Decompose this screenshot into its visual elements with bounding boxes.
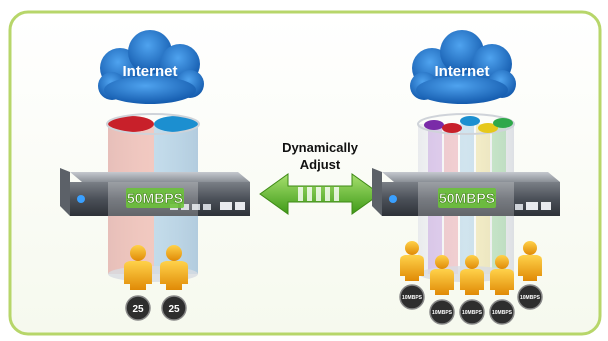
- adjust-line-1: Dynamically: [282, 140, 359, 155]
- user-icon: [460, 255, 484, 295]
- left-user-1-label: 25: [132, 304, 144, 315]
- user-quota-badge: [517, 284, 543, 310]
- right-user-2-label: 10MBPS: [432, 310, 453, 316]
- user-icon: [400, 241, 424, 281]
- user-quota-badge: [429, 299, 455, 325]
- right-scene: Internet 50MBPS: [372, 30, 560, 325]
- center-adjust: Dynamically Adjust: [259, 140, 381, 215]
- right-user-3-label: 10MBPS: [462, 310, 483, 316]
- user-icon: [124, 245, 152, 290]
- left-bandwidth-badge: [126, 188, 184, 208]
- adjust-line-2: Adjust: [300, 157, 341, 172]
- left-scene: Internet 50MBPS: [60, 30, 250, 321]
- left-cloud-label: Internet: [122, 63, 177, 80]
- left-users: 25 25: [124, 245, 188, 321]
- user-quota-badge: [161, 295, 187, 321]
- user-icon: [160, 245, 188, 290]
- right-users: 10MBPS 10MBPS 10MBPS 10MBPS: [399, 241, 543, 325]
- left-user-2-label: 25: [168, 304, 180, 315]
- left-bandwidth-label: 50MBPS: [127, 190, 183, 206]
- user-quota-badge: [399, 284, 425, 310]
- user-icon: [518, 241, 542, 281]
- user-quota-badge: [489, 299, 515, 325]
- right-cloud-label: Internet: [434, 63, 489, 80]
- right-user-4-label: 10MBPS: [492, 310, 513, 316]
- user-quota-badge: [459, 299, 485, 325]
- right-user-1-label: 10MBPS: [402, 295, 423, 301]
- user-quota-badge: [125, 295, 151, 321]
- right-user-5-label: 10MBPS: [520, 295, 541, 301]
- right-bandwidth-badge: [438, 188, 496, 208]
- cloud-icon: [410, 30, 516, 104]
- user-icon: [430, 255, 454, 295]
- user-icon: [490, 255, 514, 295]
- cloud-icon: [98, 30, 204, 104]
- right-bandwidth-label: 50MBPS: [439, 190, 495, 206]
